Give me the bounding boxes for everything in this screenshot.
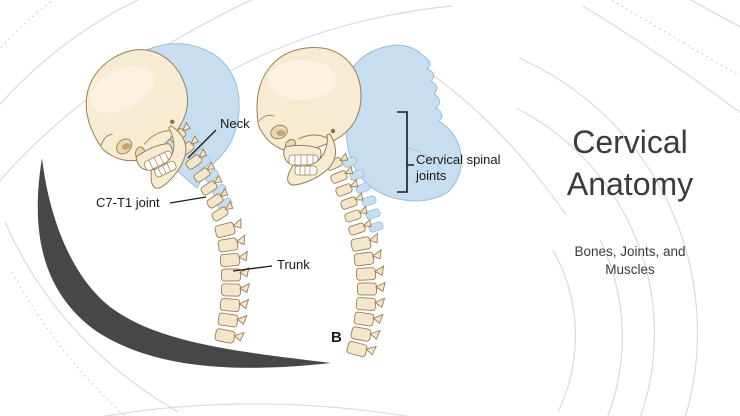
thoracic-spine-right	[345, 233, 386, 360]
trunk-leader-line	[232, 265, 273, 272]
cervical-joints-bracket	[397, 111, 414, 193]
neck-label: Neck	[220, 116, 250, 131]
ghost-jawline-right	[407, 147, 443, 171]
slide-title: Cervical Anatomy	[566, 124, 694, 203]
thoracic-spine-left	[213, 218, 250, 346]
slide-subtitle: Bones, Joints, and Muscles	[574, 244, 686, 277]
trunk-label: Trunk	[277, 257, 310, 272]
figure-left-flexion	[66, 33, 250, 346]
c7-t1-leader-line	[169, 196, 207, 204]
cervical-spinal-joints-label: Cervical spinal joints	[416, 152, 501, 184]
dark-crescent-swoosh	[37, 158, 331, 368]
neck-leader-line	[187, 129, 217, 159]
c7-t1-joint-label: C7-T1 joint	[96, 195, 160, 210]
panel-letter-label: B	[331, 329, 342, 346]
figure-right-extension	[256, 44, 462, 360]
